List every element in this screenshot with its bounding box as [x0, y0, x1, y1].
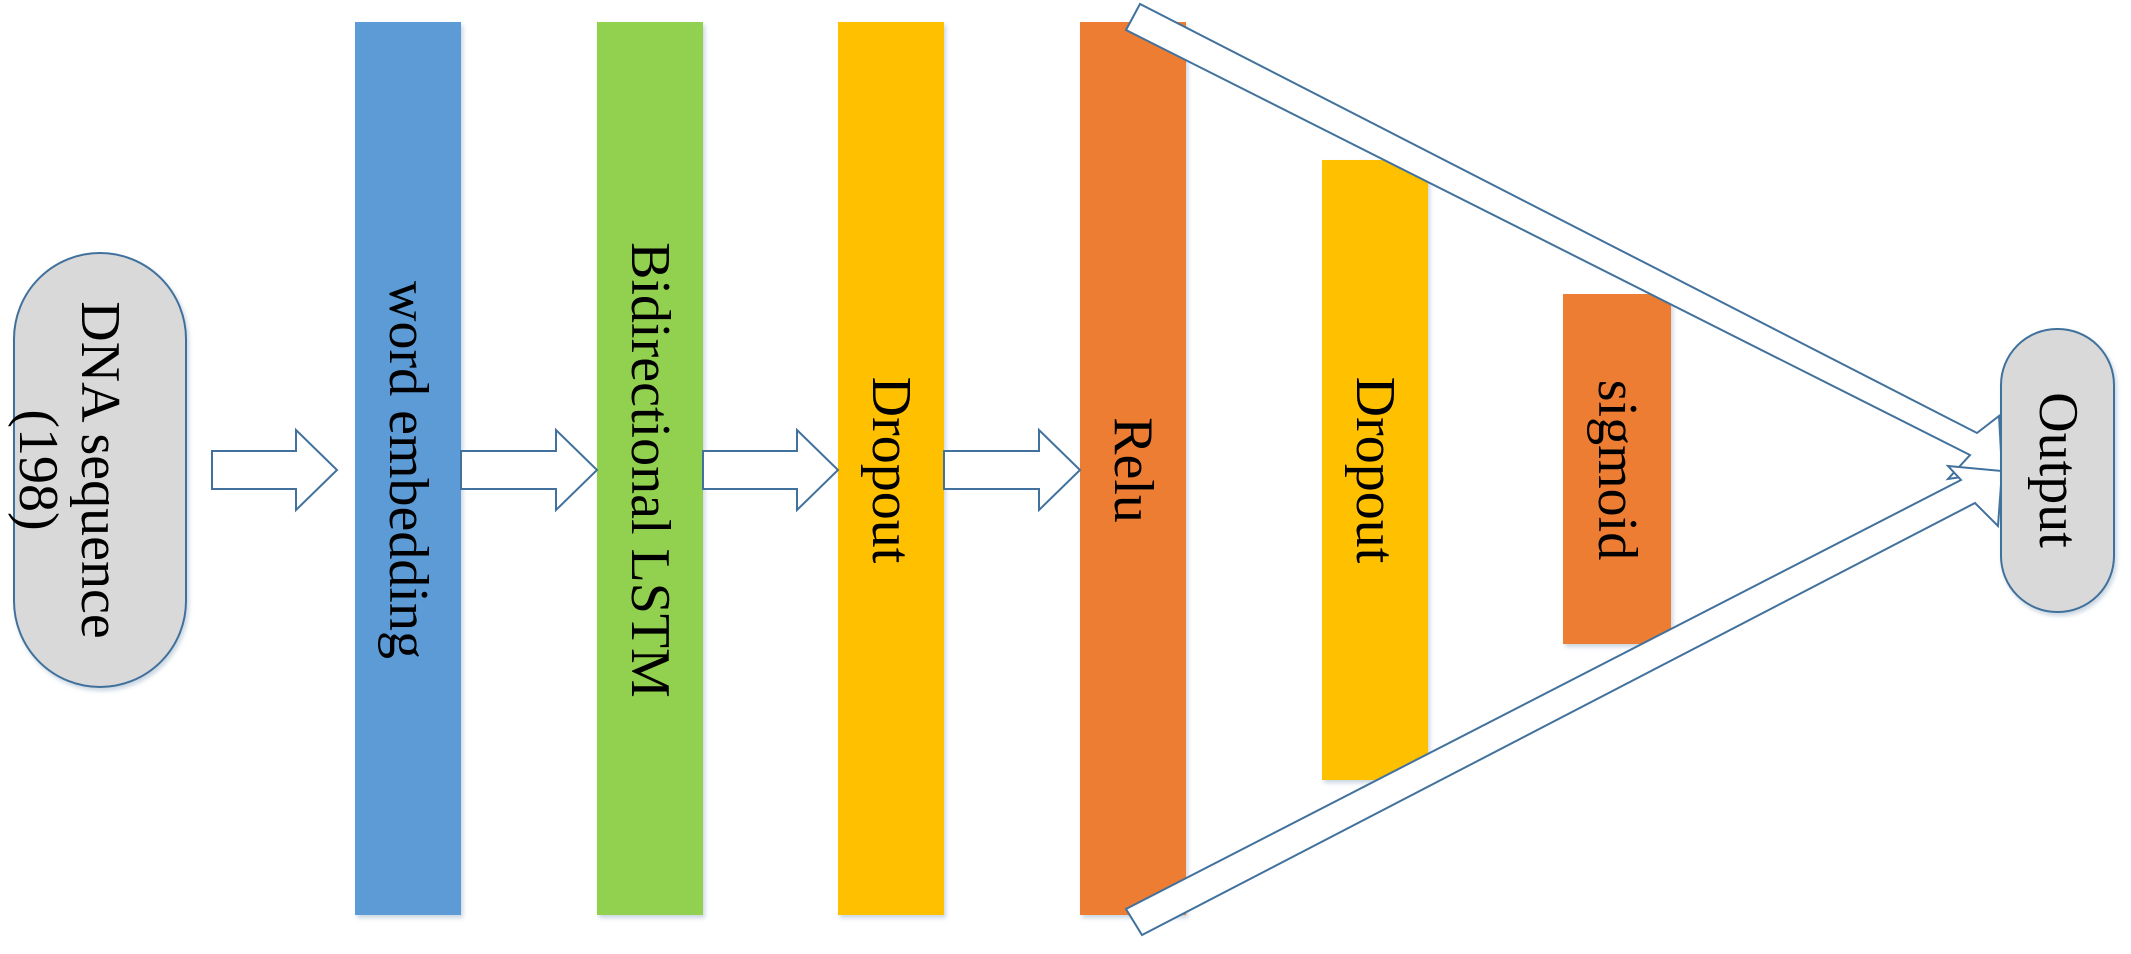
layer-bidirectional-lstm: Bidirectional LSTM [597, 22, 703, 915]
layer-dropout-1: Dropout [838, 22, 944, 915]
output-label: Output [2027, 392, 2089, 548]
funnel-arrow-lower [1124, 464, 2004, 937]
funnel-arrows [1124, 2, 2004, 937]
layer-dropout-1-bar [838, 22, 944, 915]
input-node: DNA sequence (198) [7, 252, 187, 688]
layer-sigmoid-label: sigmoid [1586, 380, 1648, 560]
layer-bidirectional-lstm-bar [597, 22, 703, 915]
layer-dropout-1-label: Dropout [860, 377, 922, 564]
layer-dropout-2-label: Dropout [1344, 377, 1406, 564]
layer-relu: Relu [1080, 22, 1186, 915]
flow-arrows [211, 427, 1082, 513]
layer-bidirectional-lstm-label: Bidirectional LSTM [619, 242, 681, 698]
layer-dropout-2-bar [1322, 160, 1428, 780]
arrow-input-to-embedding [211, 427, 339, 513]
layer-word-embedding: word embedding [355, 22, 461, 915]
input-node-shape [13, 252, 187, 688]
layer-dropout-2: Dropout [1322, 160, 1428, 780]
arrow-dropout-to-relu [943, 427, 1082, 513]
layer-sigmoid-bar [1563, 294, 1671, 644]
output-node: Output [2000, 328, 2115, 613]
layer-relu-bar [1080, 22, 1186, 915]
layer-relu-label: Relu [1102, 417, 1164, 523]
input-label-line2: (198) [7, 409, 69, 530]
arrow-embedding-to-lstm [460, 427, 599, 513]
layer-word-embedding-label: word embedding [377, 281, 439, 659]
layer-word-embedding-bar [355, 22, 461, 915]
arrow-lstm-to-dropout [702, 427, 840, 513]
layer-sigmoid: sigmoid [1563, 294, 1671, 644]
output-node-shape [2000, 328, 2115, 613]
input-label-line1: DNA sequence [69, 301, 131, 638]
